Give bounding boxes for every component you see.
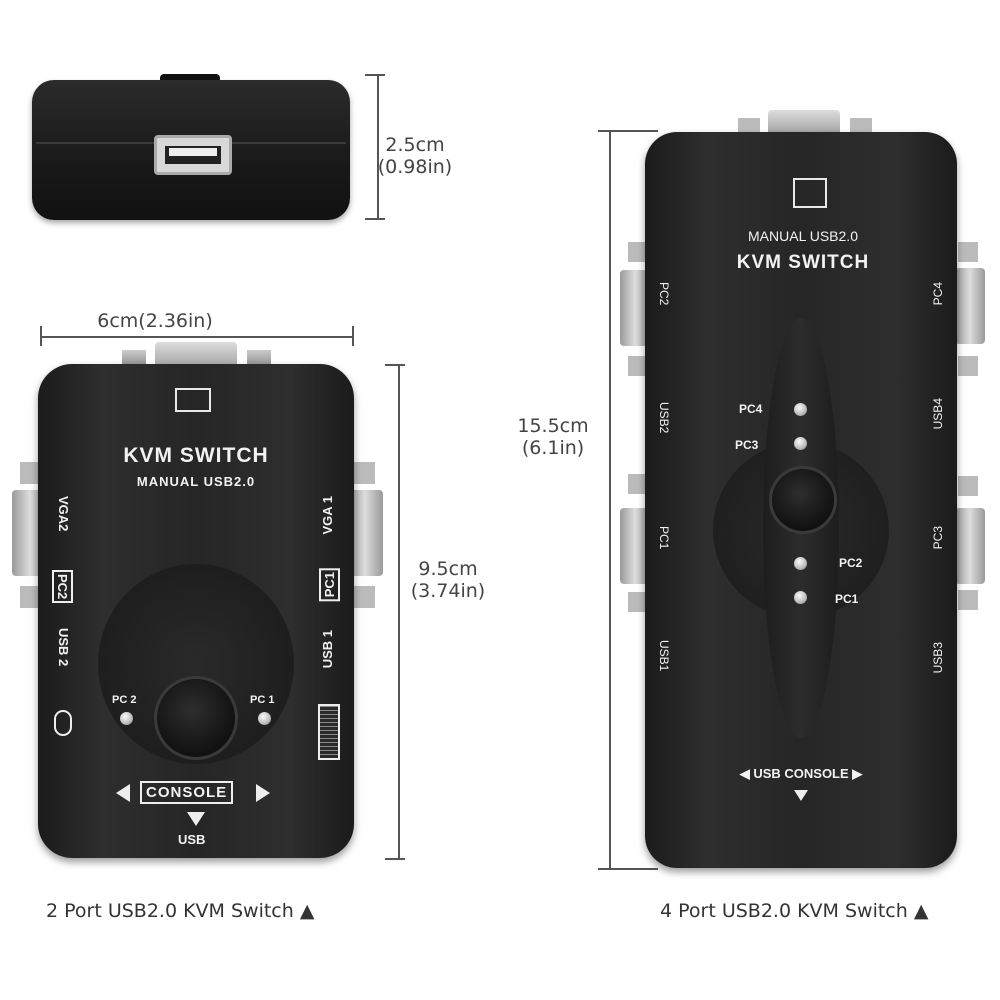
switch-button[interactable] bbox=[154, 676, 238, 760]
length-large-cm: 15.5cm bbox=[517, 415, 589, 437]
four-port-vga-screw-right bbox=[850, 118, 872, 134]
pc3-label: PC3 bbox=[931, 526, 945, 550]
four-port-monitor-icon bbox=[793, 178, 827, 208]
pc4-screw-top bbox=[958, 242, 978, 262]
length-large-in: (6.1in) bbox=[521, 437, 585, 459]
vga1-screw-bottom bbox=[353, 586, 375, 608]
monitor-icon bbox=[175, 388, 211, 412]
pc1-screw-bottom bbox=[628, 592, 648, 612]
height-cm: 2.5cm bbox=[385, 134, 445, 156]
two-port-subtitle: MANUAL USB2.0 bbox=[136, 474, 256, 489]
pc4-vga-connector bbox=[955, 268, 985, 344]
pc4-screw-bottom bbox=[958, 356, 978, 376]
width-dim-tick-left bbox=[40, 326, 42, 346]
pc4-label: PC4 bbox=[931, 282, 945, 306]
two-port-caption: 2 Port USB2.0 KVM Switch ▲ bbox=[46, 900, 315, 922]
console-right-arrow bbox=[256, 784, 270, 802]
vga1-screw-top bbox=[353, 462, 375, 484]
pc2-screw-bottom bbox=[628, 356, 648, 376]
vga2-label: VGA2 bbox=[56, 496, 71, 532]
width-dim-line bbox=[40, 336, 354, 338]
four-port-title: KVM SWITCH bbox=[736, 252, 870, 273]
length-small-tick-top bbox=[385, 364, 405, 366]
pc1-port-label: PC1 bbox=[319, 568, 340, 602]
pc1-led-label: PC 1 bbox=[250, 694, 275, 706]
length-small-dim-line bbox=[398, 364, 400, 860]
length-large-dim-line bbox=[609, 130, 611, 870]
pc3-vga-connector bbox=[955, 508, 985, 584]
four-port-down-arrow bbox=[794, 790, 808, 801]
side-view-top-cable-nub bbox=[160, 74, 220, 84]
pc1-led-4p bbox=[794, 591, 807, 604]
vga2-screw-bottom bbox=[20, 586, 42, 608]
pc1-label: PC1 bbox=[657, 526, 671, 550]
length-small-cm: 9.5cm bbox=[418, 558, 478, 580]
four-port-vga-screw-left bbox=[738, 118, 760, 134]
usb-console-label: ◀ USB CONSOLE ▶ bbox=[739, 766, 863, 781]
usb1-label: USB 1 bbox=[320, 630, 335, 669]
length-large-tick-top bbox=[598, 130, 658, 132]
pc2-label: PC2 bbox=[657, 282, 671, 306]
pc3-led-label: PC3 bbox=[735, 438, 759, 452]
four-port-switch-button[interactable] bbox=[769, 466, 837, 534]
pc1-screw-top bbox=[628, 474, 648, 494]
pc4-led bbox=[794, 403, 807, 416]
usb3-label: USB3 bbox=[931, 642, 945, 674]
vga2-screw-top bbox=[20, 462, 42, 484]
four-port-caption: 4 Port USB2.0 KVM Switch ▲ bbox=[660, 900, 929, 922]
usb1-label-4p: USB1 bbox=[657, 640, 671, 672]
height-dim-line bbox=[377, 74, 379, 220]
two-port-title: KVM SWITCH bbox=[123, 444, 269, 467]
pc1-led bbox=[258, 712, 271, 725]
pc4-led-label: PC4 bbox=[739, 402, 763, 416]
keyboard-icon bbox=[318, 704, 340, 760]
length-small-tick-bottom bbox=[385, 858, 405, 860]
four-port-kvm-body: MANUAL USB2.0 KVM SWITCH PC2 USB2 PC1 US… bbox=[645, 132, 957, 868]
height-dim-tick-top bbox=[365, 74, 385, 76]
usb2-label-4p: USB2 bbox=[657, 402, 671, 434]
pc3-screw-top bbox=[958, 476, 978, 496]
width-dimension-label: 6cm(2.36in) bbox=[97, 310, 213, 332]
vga-screw-left bbox=[122, 350, 146, 368]
vga1-label: VGA 1 bbox=[320, 496, 335, 535]
two-port-kvm-body: KVM SWITCH MANUAL USB2.0 VGA2 PC2 USB 2 … bbox=[38, 364, 354, 858]
pc2-led-4p bbox=[794, 557, 807, 570]
pc3-led bbox=[794, 437, 807, 450]
height-in: (0.98in) bbox=[377, 156, 453, 178]
length-small-dimension-label: 9.5cm (3.74in) bbox=[403, 558, 493, 602]
pc1-led-label-4p: PC1 bbox=[835, 592, 859, 606]
console-usb-label: USB bbox=[178, 832, 206, 847]
usb2-label: USB 2 bbox=[56, 628, 71, 667]
usb-down-arrow bbox=[187, 812, 205, 826]
pc2-led-label: PC 2 bbox=[112, 694, 137, 706]
length-small-in: (3.74in) bbox=[410, 580, 486, 602]
pc2-led-label-4p: PC2 bbox=[839, 556, 863, 570]
length-large-dimension-label: 15.5cm (6.1in) bbox=[508, 415, 598, 459]
length-large-tick-bottom bbox=[598, 868, 658, 870]
height-dimension-label: 2.5cm (0.98in) bbox=[370, 134, 460, 178]
console-left-arrow bbox=[116, 784, 130, 802]
vga-screw-right bbox=[247, 350, 271, 368]
pc3-screw-bottom bbox=[958, 590, 978, 610]
four-port-subtitle: MANUAL USB2.0 bbox=[748, 228, 858, 244]
width-dim-tick-right bbox=[352, 326, 354, 346]
pc2-port-label: PC2 bbox=[52, 570, 73, 604]
usb4-label: USB4 bbox=[931, 398, 945, 430]
height-dim-tick-bottom bbox=[365, 218, 385, 220]
console-label: CONSOLE bbox=[140, 781, 234, 804]
pc2-led bbox=[120, 712, 133, 725]
mouse-icon bbox=[54, 710, 72, 736]
usb-a-port bbox=[154, 135, 232, 175]
pc2-screw-top bbox=[628, 242, 648, 262]
side-view-device bbox=[32, 74, 350, 220]
